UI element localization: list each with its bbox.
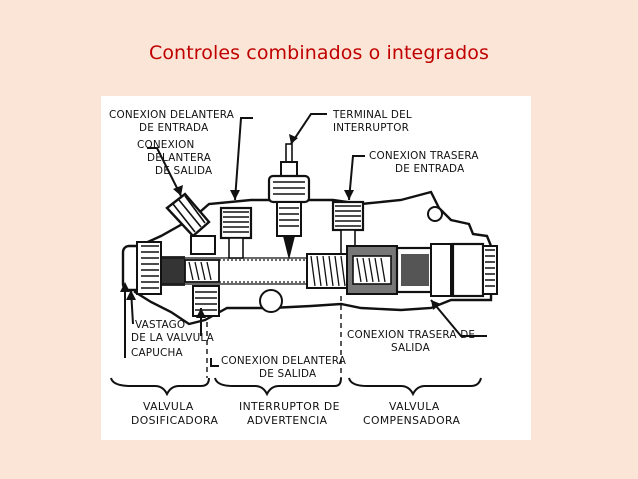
label-switch-terminal-1: TERMINAL DEL <box>332 109 412 121</box>
right-end-fitting <box>451 242 498 298</box>
section-metering-1: VALVULA <box>143 400 194 413</box>
leader-lines <box>120 113 487 367</box>
label-front-outlet-3: DE SALIDA <box>155 165 213 177</box>
label-switch-terminal-2: INTERRUPTOR <box>333 122 409 134</box>
section-proportioning-1: VALVULA <box>389 400 440 413</box>
slide-title: Controles combinados o integrados <box>148 42 490 64</box>
section-warning-2: ADVERTENCIA <box>247 414 328 427</box>
label-rear-inlet-2: DE ENTRADA <box>395 163 465 175</box>
label-cap: CAPUCHA <box>131 347 184 359</box>
label-front-outlet-2: DELANTERA <box>147 152 212 164</box>
label-front-inlet-2: DE ENTRADA <box>139 122 209 134</box>
valve-diagram: CONEXION DELANTERA DE ENTRADA CONEXION D… <box>101 96 531 440</box>
front-inlet-fitting <box>165 192 216 255</box>
label-front-outlet-1: CONEXION <box>137 139 195 151</box>
label-rear-inlet-1: CONEXION TRASERA <box>369 150 479 162</box>
label-valve-stem-2: DE LA VALVULA <box>131 332 215 344</box>
label-rear-outlet-2: SALIDA <box>391 342 431 354</box>
valve-drawing: CONEXION DELANTERA DE ENTRADA CONEXION D… <box>109 109 498 427</box>
upper-port-left <box>219 206 253 259</box>
section-metering-2: DOSIFICADORA <box>131 414 218 427</box>
section-warning-1: INTERRUPTOR DE <box>239 400 340 413</box>
lower-port <box>192 285 220 317</box>
label-front-inlet-1: CONEXION DELANTERA <box>109 109 235 121</box>
label-valve-stem-1: VASTAGO <box>135 319 185 331</box>
cap-left <box>121 241 162 295</box>
switch-terminal <box>267 143 311 260</box>
inner-pistons <box>184 243 455 297</box>
section-dividers <box>206 296 342 378</box>
label-front-outlet-bottom-1: CONEXION DELANTERA <box>221 355 347 367</box>
label-front-outlet-bottom-2: DE SALIDA <box>259 368 317 380</box>
label-rear-outlet-1: CONEXION TRASERA DE <box>347 329 475 341</box>
section-proportioning-2: COMPENSADORA <box>363 414 460 427</box>
section-braces <box>110 377 482 397</box>
